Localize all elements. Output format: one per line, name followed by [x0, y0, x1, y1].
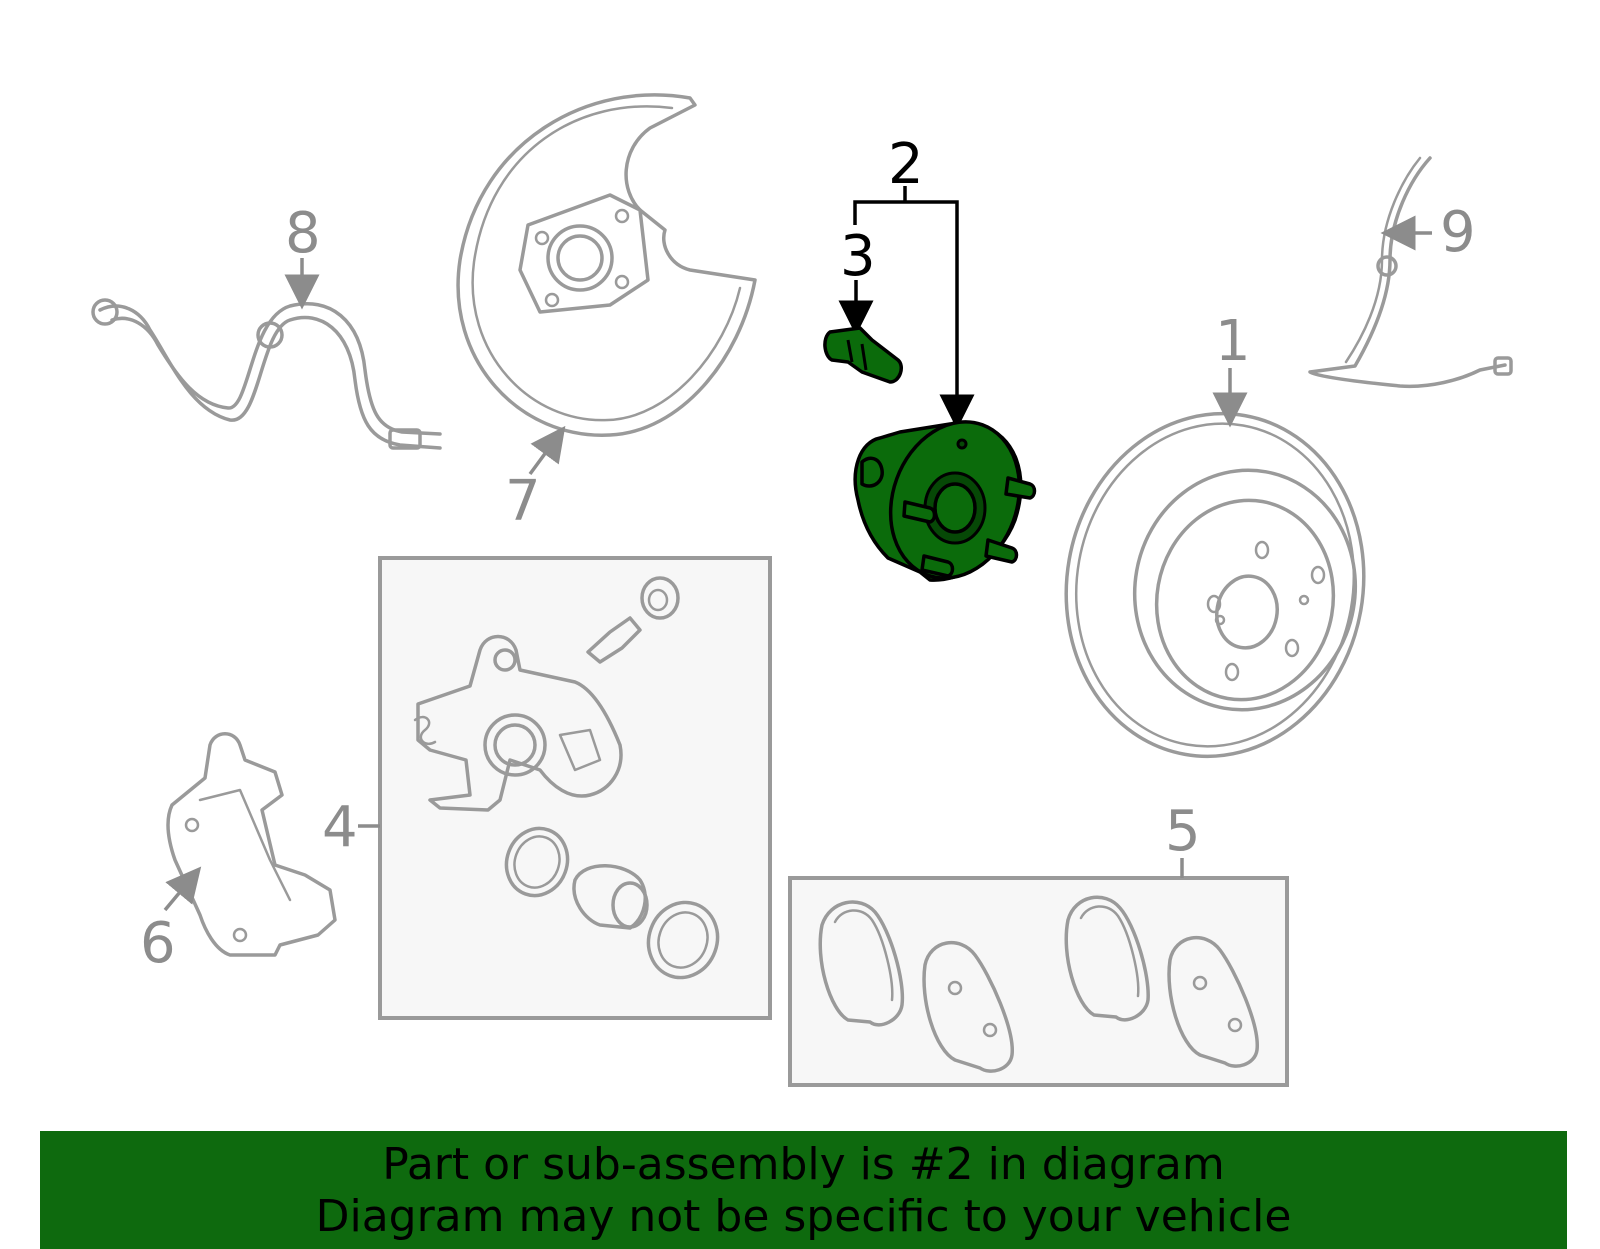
- piston-boot-part[interactable]: [638, 893, 728, 988]
- abs-sensor-part[interactable]: [1308, 156, 1513, 389]
- callout-2: 2: [888, 132, 924, 197]
- callout-7: 7: [505, 469, 541, 534]
- callout-3: 3: [840, 224, 876, 289]
- callout-8: 8: [285, 201, 321, 266]
- callout-4: 4: [322, 795, 358, 860]
- bleeder-screw-part[interactable]: [586, 576, 680, 664]
- hub-bolt-part[interactable]: [823, 326, 903, 384]
- caliper-piston-part[interactable]: [572, 864, 649, 930]
- brake-pads-part[interactable]: [818, 895, 1259, 1073]
- caliper-assembly-part[interactable]: [413, 634, 623, 812]
- notice-banner: Part or sub-assembly is #2 in diagram Di…: [40, 1131, 1567, 1249]
- brake-rotor-part[interactable]: [1039, 390, 1390, 780]
- brake-hose-part[interactable]: [91, 298, 442, 450]
- hub-bearing-assembly-part[interactable]: [853, 404, 1040, 597]
- caliper-bracket-part[interactable]: [166, 732, 337, 957]
- banner-line-1: Part or sub-assembly is #2 in diagram: [382, 1139, 1225, 1190]
- callout-5: 5: [1165, 799, 1201, 864]
- callout-1: 1: [1215, 309, 1251, 374]
- dust-shield-part[interactable]: [456, 93, 757, 437]
- callout-9: 9: [1440, 200, 1476, 265]
- banner-line-2: Diagram may not be specific to your vehi…: [315, 1191, 1292, 1242]
- caliper-seal-part[interactable]: [497, 820, 577, 904]
- callout-6: 6: [140, 911, 176, 976]
- brake-pads-box[interactable]: [788, 876, 1289, 1087]
- caliper-kit-box[interactable]: [378, 556, 772, 1020]
